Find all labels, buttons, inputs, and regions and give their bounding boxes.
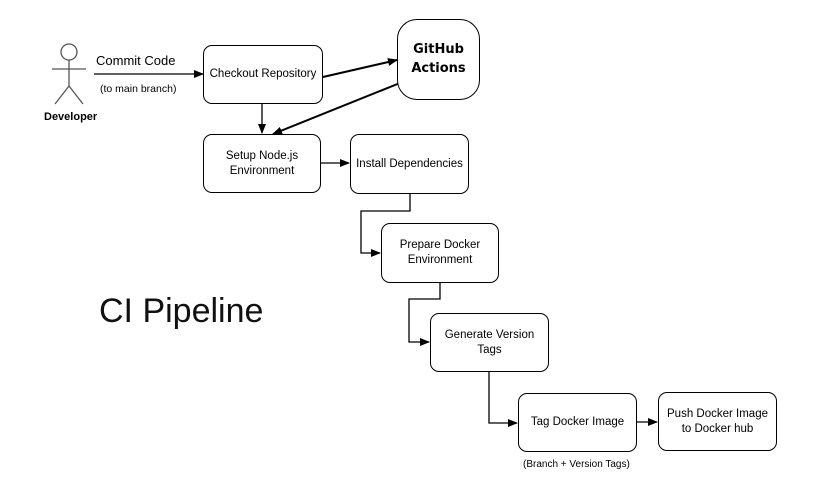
developer-actor-icon (52, 43, 86, 105)
node-setup-nodejs[interactable]: Setup Node.js Environment (203, 134, 321, 193)
tags-note-label: (Branch + Version Tags) (523, 459, 630, 470)
node-checkout-repository[interactable]: Checkout Repository (203, 45, 323, 104)
edge-prepare-docker-to-generate-tags (408, 283, 441, 346)
node-generate-version-tags[interactable]: Generate Version Tags (430, 313, 549, 372)
edge-checkout-to-github-actions (322, 58, 398, 78)
commit-code-label: Commit Code (96, 53, 176, 68)
node-github-actions[interactable]: GitHub Actions (397, 19, 480, 100)
node-tag-docker-image[interactable]: Tag Docker Image (518, 393, 637, 452)
edge-github-actions-to-setup-node (272, 82, 401, 135)
node-push-docker-image[interactable]: Push Docker Image to Docker hub (658, 392, 777, 451)
edge-generate-tags-to-tag-image (488, 372, 518, 427)
developer-label: Developer (44, 111, 98, 123)
diagram-title: CI Pipeline (99, 292, 264, 330)
node-prepare-docker[interactable]: Prepare Docker Environment (381, 223, 499, 283)
edge-install-deps-to-prepare-docker (360, 194, 411, 257)
commit-branch-label: (to main branch) (100, 83, 177, 95)
node-install-dependencies[interactable]: Install Dependencies (350, 134, 469, 194)
